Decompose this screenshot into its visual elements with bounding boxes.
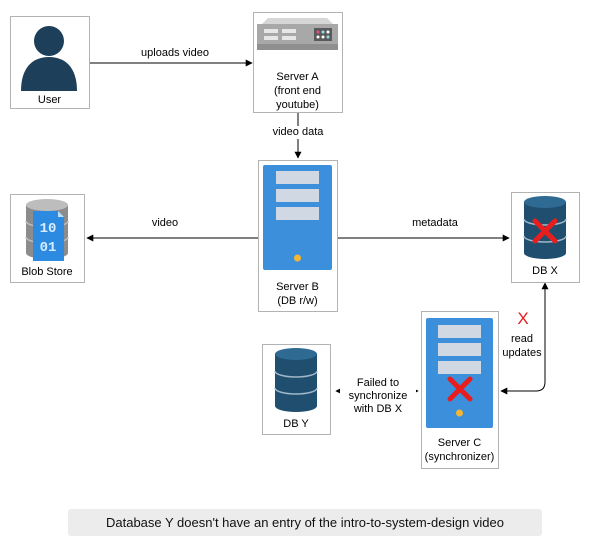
server-a-subtitle-2: youtube) xyxy=(276,99,319,111)
user-icon xyxy=(21,26,77,91)
server-c-icon xyxy=(426,318,493,428)
edge-label-video-data: video data xyxy=(258,126,338,139)
server-c-title: Server C xyxy=(437,437,482,449)
server-a-title: Server A xyxy=(276,71,319,83)
database-icon xyxy=(274,348,318,412)
database-icon xyxy=(523,196,567,259)
server-b-title: Server B xyxy=(276,281,319,293)
user-label: User xyxy=(37,94,62,106)
db-y-node: DB Y xyxy=(262,344,331,435)
edge-label-failed-2: synchronize xyxy=(340,390,416,403)
blob-store-node: 10 01 Blob Store xyxy=(10,194,85,283)
blob-glyph-top: 10 xyxy=(40,221,57,237)
edge-label-failed-1: Failed to xyxy=(340,377,416,390)
blob-glyph-bottom: 01 xyxy=(40,240,57,256)
db-y-label: DB Y xyxy=(283,418,309,430)
blob-store-label: Blob Store xyxy=(21,266,73,278)
edge-label-failed-3: with DB X xyxy=(340,403,416,416)
server-b-node: Server B (DB r/w) xyxy=(258,160,338,312)
server-b-subtitle: (DB r/w) xyxy=(277,295,318,307)
server-c-subtitle: (synchronizer) xyxy=(424,451,495,463)
edge-label-read: read xyxy=(500,333,544,346)
server-b-icon xyxy=(263,165,332,270)
edge-label-updates: updates xyxy=(500,347,544,360)
server-c-node: Server C (synchronizer) xyxy=(421,311,499,469)
failure-cross-icon xyxy=(532,218,558,244)
failure-mark: X xyxy=(517,309,529,328)
db-x-node: DB X xyxy=(511,192,580,283)
caption-banner: Database Y doesn't have an entry of the … xyxy=(68,509,542,536)
failure-cross-icon xyxy=(447,376,473,402)
db-x-label: DB X xyxy=(532,265,558,277)
edge-label-uploads-video: uploads video xyxy=(120,47,230,60)
edge-dbx-server-c xyxy=(500,282,549,395)
server-a-subtitle-1: (front end xyxy=(273,85,322,97)
edge-label-metadata: metadata xyxy=(395,217,475,230)
blob-store-icon: 10 01 xyxy=(25,199,69,261)
rack-server-icon xyxy=(257,18,338,50)
edge-label-video: video xyxy=(135,217,195,230)
server-a-node: Server A (front end youtube) xyxy=(253,12,343,113)
user-node: User xyxy=(10,16,90,109)
